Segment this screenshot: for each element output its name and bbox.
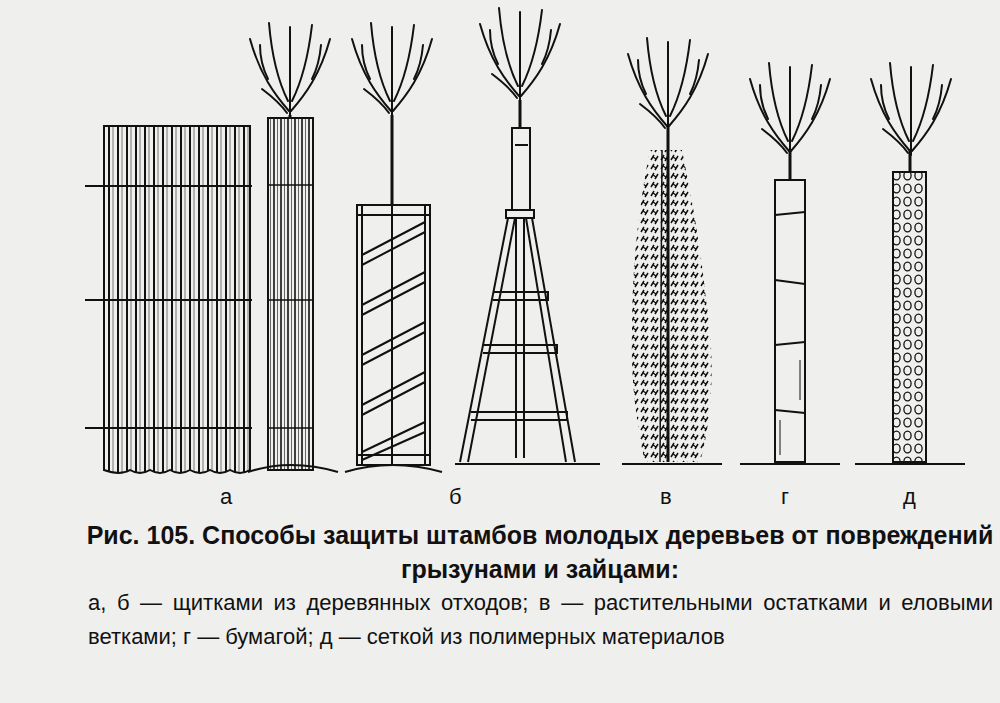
tripod-guard [455,8,600,464]
legend-note: а, б — щитками из деревянных отходов; в … [88,586,993,654]
wood-panel [85,126,252,473]
figure-letter: г [781,480,789,514]
polymer-net [855,63,965,464]
wrapped-trunk [248,23,338,472]
figure-caption: Рис. 105. Способы защиты штамбов молодых… [80,518,1000,586]
figure-letter: а [220,480,232,514]
lattice-guard [345,23,442,472]
figure-letter: д [903,480,916,514]
paper-wrap [740,63,840,464]
spruce-branches [622,38,722,464]
figure-letter: в [660,480,672,514]
figure-letter: б [449,480,462,514]
